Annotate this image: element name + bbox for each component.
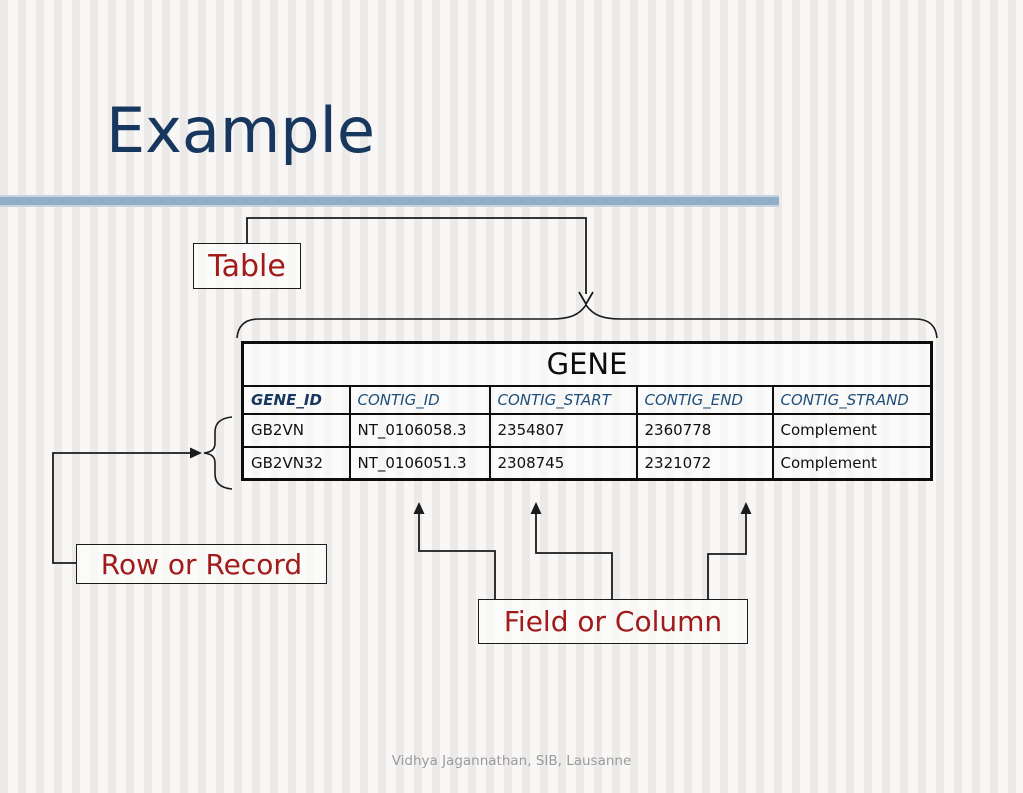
table-cell: Complement bbox=[771, 412, 933, 448]
arrow-down-icon bbox=[578, 291, 594, 306]
table-row: GB2VN32 NT_0106051.3 2308745 2321072 Com… bbox=[241, 445, 933, 481]
arrow-up-icon bbox=[740, 502, 752, 514]
table-callout: Table bbox=[193, 243, 301, 289]
table-cell: NT_0106051.3 bbox=[348, 445, 491, 481]
column-header: CONTIG_END bbox=[635, 384, 774, 415]
column-header: CONTIG_START bbox=[488, 384, 638, 415]
top-brace-icon bbox=[236, 303, 938, 339]
arrow-up-icon bbox=[530, 502, 542, 514]
title-underline-bar bbox=[0, 195, 779, 207]
table-cell: 2360778 bbox=[635, 412, 774, 448]
field-connector-line-middle bbox=[535, 510, 613, 599]
row-or-record-callout: Row or Record bbox=[76, 544, 327, 584]
gene-table: GENE GENE_ID CONTIG_ID CONTIG_START CONT… bbox=[241, 341, 933, 481]
table-cell: GB2VN bbox=[241, 412, 351, 448]
page-title: Example bbox=[106, 94, 375, 167]
field-connector-line-left bbox=[418, 510, 496, 599]
table-title: GENE bbox=[241, 341, 933, 387]
row-or-record-label: Row or Record bbox=[100, 547, 303, 581]
table-cell: 2354807 bbox=[488, 412, 638, 448]
field-or-column-callout: Field or Column bbox=[478, 599, 748, 644]
table-cell: GB2VN32 bbox=[241, 445, 351, 481]
field-or-column-label: Field or Column bbox=[503, 605, 723, 638]
table-row: GB2VN NT_0106058.3 2354807 2360778 Compl… bbox=[241, 412, 933, 448]
slide-footer: Vidhya Jagannathan, SIB, Lausanne bbox=[391, 753, 632, 769]
column-header: GENE_ID bbox=[241, 384, 351, 415]
field-connector-line-right bbox=[707, 510, 747, 599]
row-brace-icon bbox=[203, 416, 233, 490]
arrow-right-icon bbox=[190, 447, 202, 459]
table-title-row: GENE bbox=[241, 341, 933, 387]
table-cell: Complement bbox=[771, 445, 933, 481]
table-callout-label: Table bbox=[208, 248, 286, 284]
table-cell: NT_0106058.3 bbox=[348, 412, 491, 448]
table-cell: 2308745 bbox=[488, 445, 638, 481]
table-header-row: GENE_ID CONTIG_ID CONTIG_START CONTIG_EN… bbox=[241, 384, 933, 415]
column-header: CONTIG_ID bbox=[348, 384, 491, 415]
arrow-up-icon bbox=[413, 502, 425, 514]
column-header: CONTIG_STRAND bbox=[771, 384, 933, 415]
table-cell: 2321072 bbox=[635, 445, 774, 481]
